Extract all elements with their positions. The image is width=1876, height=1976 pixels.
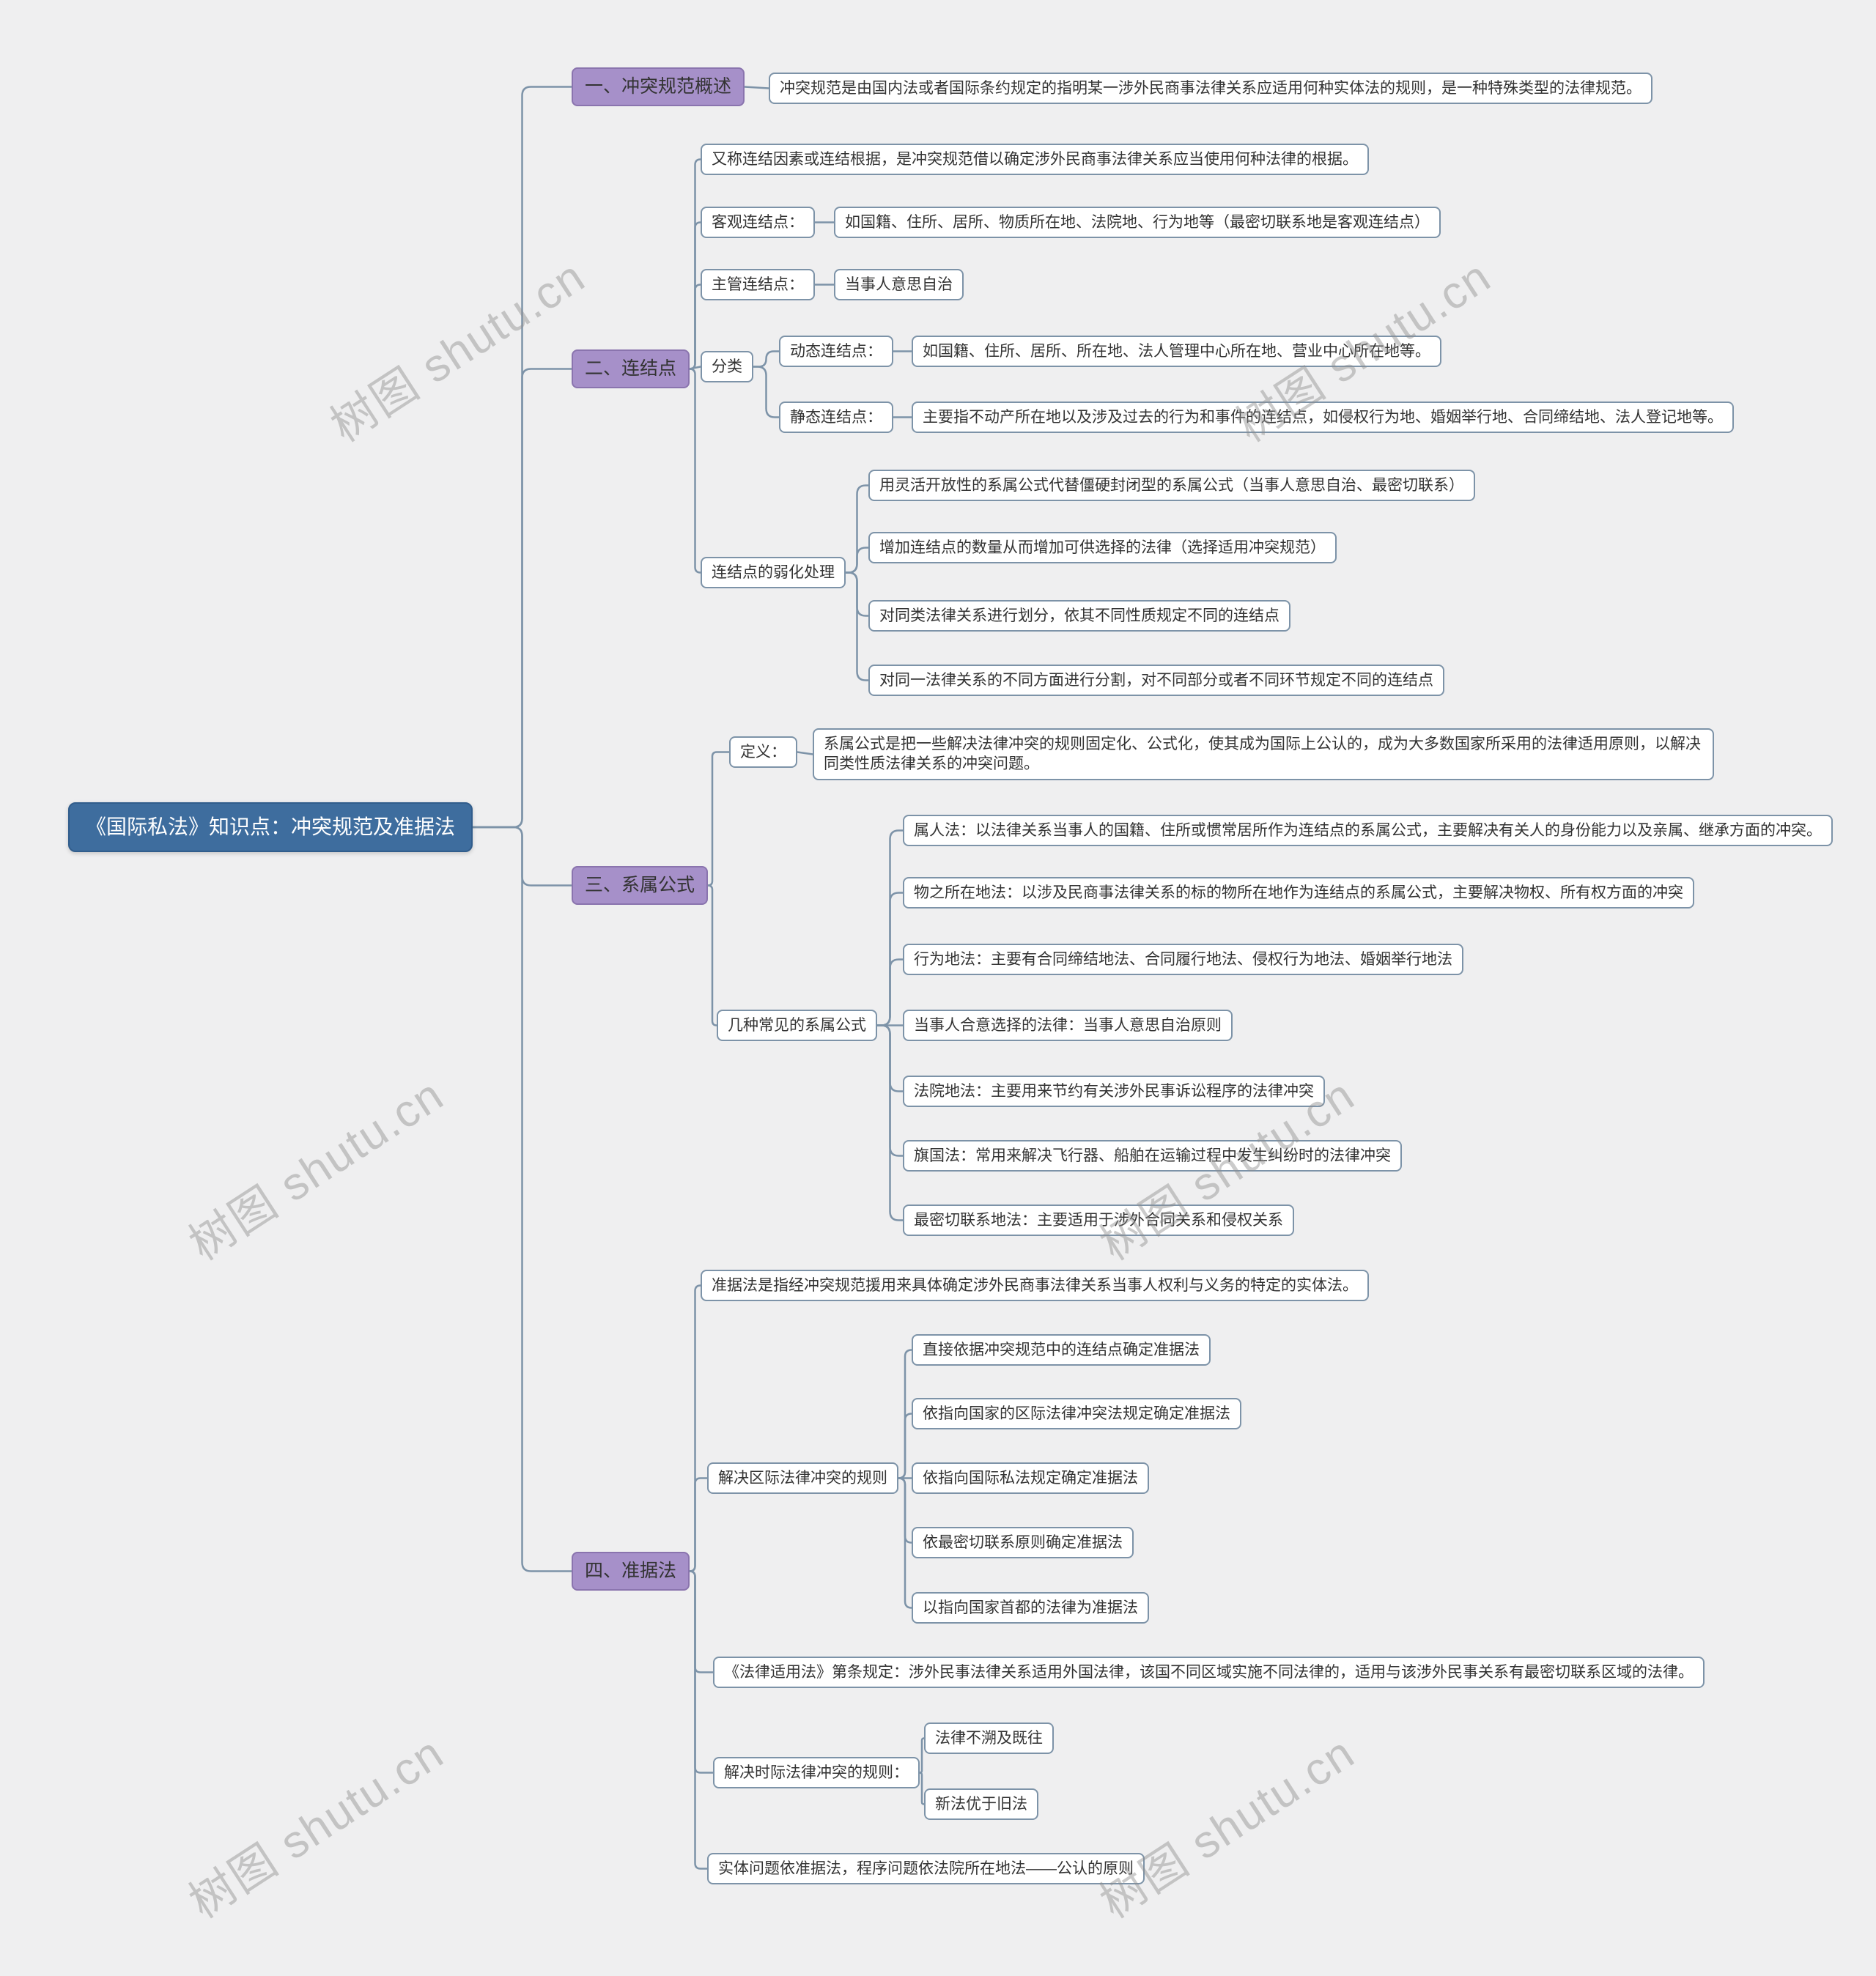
leaf-node[interactable]: 用灵活开放性的系属公式代替僵硬封闭型的系属公式（当事人意思自治、最密切联系） bbox=[868, 470, 1475, 502]
leaf-node[interactable]: 解决区际法律冲突的规则 bbox=[707, 1462, 898, 1495]
leaf-node[interactable]: 几种常见的系属公式 bbox=[717, 1010, 877, 1042]
leaf-node[interactable]: 增加连结点的数量从而增加可供选择的法律（选择适用冲突规范） bbox=[868, 532, 1337, 564]
leaf-node[interactable]: 系属公式是把一些解决法律冲突的规则固定化、公式化，使其成为国际上公认的，成为大多… bbox=[813, 728, 1714, 780]
leaf-node[interactable]: 冲突规范是由国内法或者国际条约规定的指明某一涉外民商事法律关系应适用何种实体法的… bbox=[769, 73, 1652, 105]
leaf-node[interactable]: 行为地法：主要有合同缔结地法、合同履行地法、侵权行为地法、婚姻举行地法 bbox=[903, 944, 1463, 976]
branch-node[interactable]: 三、系属公式 bbox=[572, 866, 709, 905]
leaf-node[interactable]: 解决时际法律冲突的规则： bbox=[713, 1757, 920, 1789]
leaf-node[interactable]: 主管连结点： bbox=[701, 269, 815, 301]
leaf-node[interactable]: 直接依据冲突规范中的连结点确定准据法 bbox=[912, 1334, 1211, 1366]
mindmap-root-node[interactable]: 《国际私法》知识点：冲突规范及准据法 bbox=[68, 802, 473, 853]
leaf-node[interactable]: 连结点的弱化处理 bbox=[701, 557, 846, 589]
leaf-node[interactable]: 如国籍、住所、居所、物质所在地、法院地、行为地等（最密切联系地是客观连结点） bbox=[834, 207, 1441, 239]
branch-node[interactable]: 二、连结点 bbox=[572, 349, 690, 388]
leaf-node[interactable]: 新法优于旧法 bbox=[924, 1788, 1038, 1821]
leaf-node[interactable]: 客观连结点： bbox=[701, 207, 815, 239]
leaf-node[interactable]: 又称连结因素或连结根据，是冲突规范借以确定涉外民商事法律关系应当使用何种法律的根… bbox=[701, 144, 1369, 176]
leaf-node[interactable]: 如国籍、住所、居所、所在地、法人管理中心所在地、营业中心所在地等。 bbox=[912, 336, 1441, 368]
leaf-node[interactable]: 依指向国家的区际法律冲突法规定确定准据法 bbox=[912, 1398, 1241, 1430]
leaf-node[interactable]: 实体问题依准据法，程序问题依法院所在地法——公认的原则 bbox=[707, 1853, 1145, 1885]
leaf-node[interactable]: 主要指不动产所在地以及涉及过去的行为和事件的连结点，如侵权行为地、婚姻举行地、合… bbox=[912, 402, 1734, 434]
leaf-node[interactable]: 物之所在地法：以涉及民商事法律关系的标的物所在地作为连结点的系属公式，主要解决物… bbox=[903, 877, 1694, 909]
leaf-node[interactable]: 当事人合意选择的法律：当事人意思自治原则 bbox=[903, 1010, 1233, 1042]
branch-node[interactable]: 四、准据法 bbox=[572, 1552, 690, 1591]
leaf-node[interactable]: 属人法：以法律关系当事人的国籍、住所或惯常居所作为连结点的系属公式，主要解决有关… bbox=[903, 815, 1833, 847]
leaf-node[interactable]: 对同类法律关系进行划分，依其不同性质规定不同的连结点 bbox=[868, 600, 1290, 632]
leaf-node[interactable]: 静态连结点： bbox=[779, 402, 893, 434]
leaf-node[interactable]: 《法律适用法》第条规定：涉外民事法律关系适用外国法律，该国不同区域实施不同法律的… bbox=[713, 1657, 1705, 1689]
leaf-node[interactable]: 准据法是指经冲突规范援用来具体确定涉外民商事法律关系当事人权利与义务的特定的实体… bbox=[701, 1270, 1369, 1302]
leaf-node[interactable]: 依最密切联系原则确定准据法 bbox=[912, 1527, 1134, 1559]
leaf-node[interactable]: 旗国法：常用来解决飞行器、船舶在运输过程中发生纠纷时的法律冲突 bbox=[903, 1140, 1402, 1172]
leaf-node[interactable]: 以指向国家首都的法律为准据法 bbox=[912, 1592, 1149, 1624]
leaf-node[interactable]: 对同一法律关系的不同方面进行分割，对不同部分或者不同环节规定不同的连结点 bbox=[868, 665, 1444, 697]
branch-node[interactable]: 一、冲突规范概述 bbox=[572, 67, 745, 106]
leaf-node[interactable]: 法律不溯及既往 bbox=[924, 1722, 1054, 1755]
leaf-node[interactable]: 依指向国际私法规定确定准据法 bbox=[912, 1462, 1149, 1495]
leaf-node[interactable]: 法院地法：主要用来节约有关涉外民事诉讼程序的法律冲突 bbox=[903, 1076, 1325, 1108]
leaf-node[interactable]: 最密切联系地法：主要适用于涉外合同关系和侵权关系 bbox=[903, 1205, 1294, 1237]
leaf-node[interactable]: 动态连结点： bbox=[779, 336, 893, 368]
leaf-node[interactable]: 定义： bbox=[729, 736, 797, 769]
leaf-node[interactable]: 当事人意思自治 bbox=[834, 269, 964, 301]
leaf-node[interactable]: 分类 bbox=[701, 351, 753, 383]
